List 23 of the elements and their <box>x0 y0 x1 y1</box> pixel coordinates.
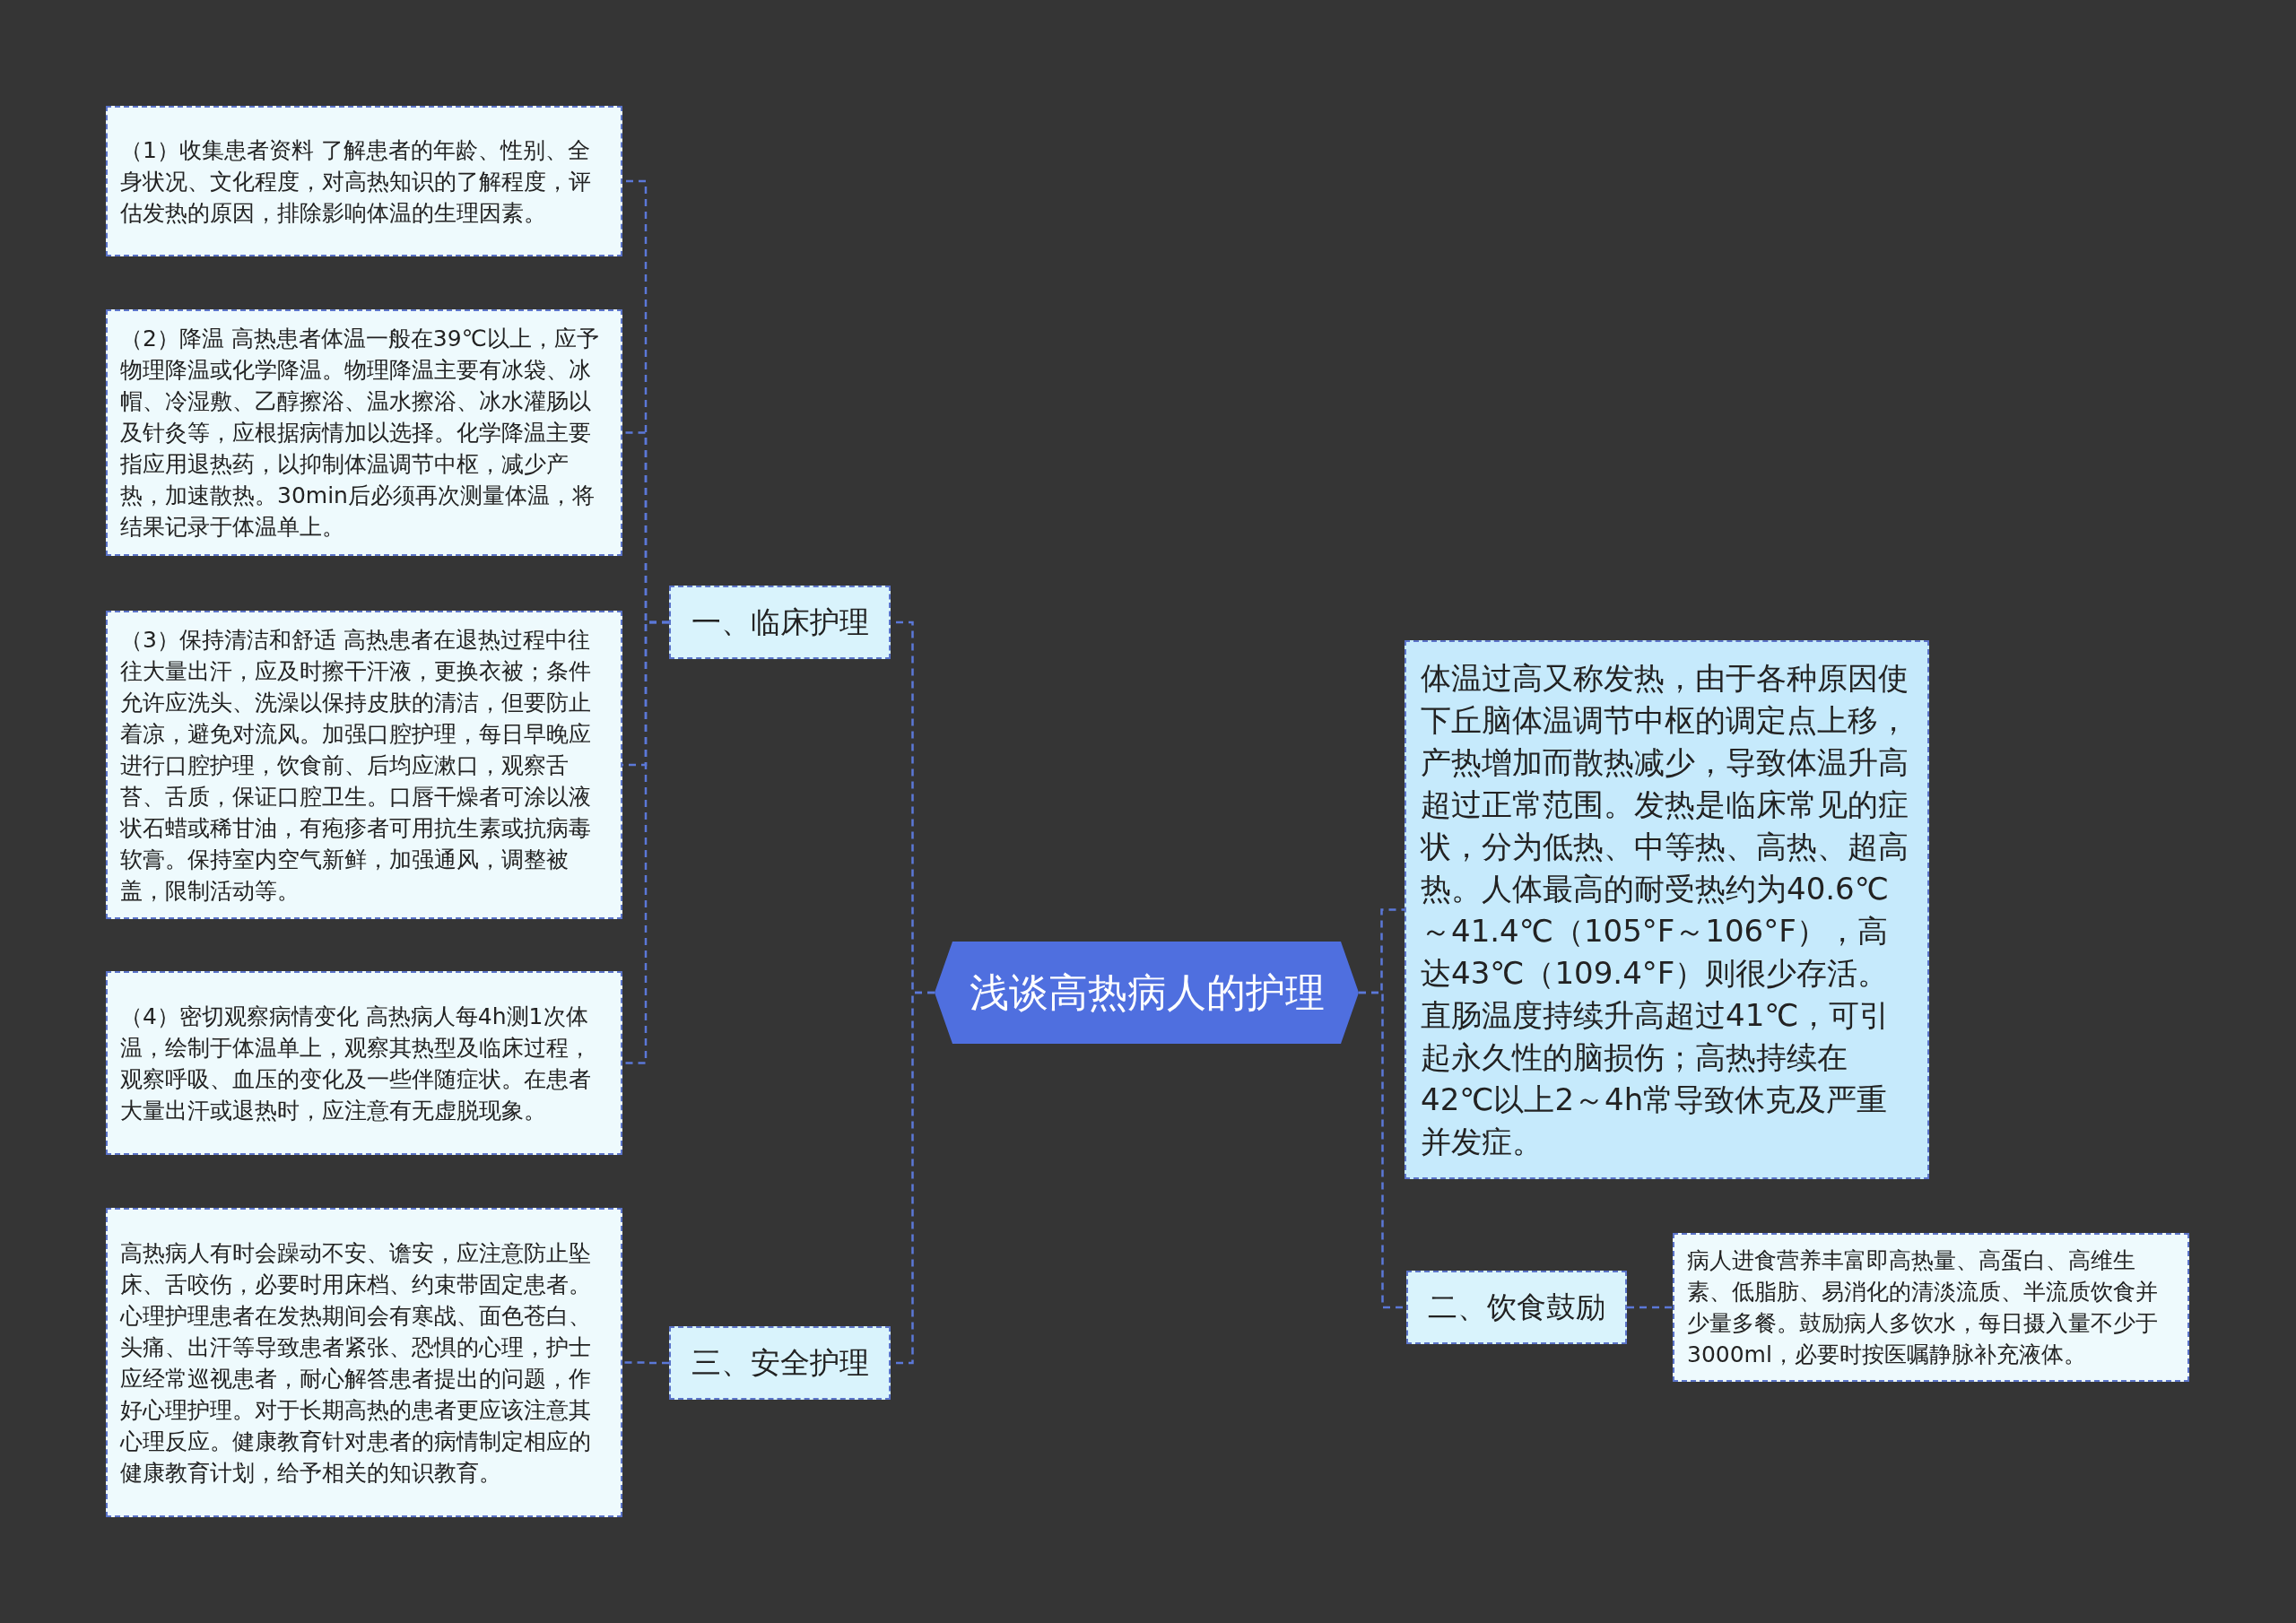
note-box <box>1673 1233 2189 1382</box>
note-text: 体温过高又称发热，由于各种原因使下丘脑体温调节中枢的调定点上移，产热增加而散热减少，导致体温升高超过正常范围。发热是临床常见的症状，分为低热、中等热、高热、超高热。人体最高的耐受热约为40.6℃～41.4℃（105°F～106°F），高达43℃（109.4°F）则很少存活。直肠温度持续升高超过41℃，可引起永久性的脑损伤；高热持续在42℃以上2～4h常导致休克及严重并发症。 <box>1421 658 1909 1161</box>
topic-label: 浅谈高热病人的护理 <box>969 968 1325 1017</box>
topic-label: 三、安全护理 <box>691 1344 869 1383</box>
note-box <box>106 309 622 556</box>
topic-label: 二、饮食鼓励 <box>1428 1289 1605 1327</box>
topic-box <box>669 1326 891 1400</box>
topic-box <box>1406 1271 1627 1344</box>
note-text: （3）保持清洁和舒适 高热患者在退热过程中往往大量出汗，应及时擦干汗液，更换衣被；条件允许应洗头、洗澡以保持皮肤的清洁，但要防止着凉，避免对流风。加强口腔护理，每日早晚应进行口腔护理，饮食前、后均应漱口，观察舌苔、舌质，保证口腔卫生。口唇干燥者可涂以液状石蜡或稀甘油，有疱疹者可用抗生素或抗病毒软膏。保持室内空气新鲜，加强通风，调整被盖，限制活动等。 <box>120 625 592 906</box>
note-box <box>106 106 622 256</box>
note-text: （2）降温 高热患者体温一般在39℃以上，应予物理降温或化学降温。物理降温主要有冰袋、冰帽、冷湿敷、乙醇擦浴、温水擦浴、冰水灌肠以及针灸等，应根据病情加以选择。化学降温主要指应用退热药，以抑制体温调节中枢，减少产热，加速散热。30min后必须再次测量体温，将结果记录于体温单上。 <box>120 325 600 542</box>
note-text: 高热病人有时会躁动不安、谵安，应注意防止坠床、舌咬伤，必要时用床档、约束带固定患者。心理护理患者在发热期间会有寒战、面色苍白、头痛、出汗等导致患者紧张、恐惧的心理，护士应经常巡视患者，耐心解答患者提出的问题，作好心理护理。对于长期高热的患者更应该注意其心理反应。健康教育针对患者的病情制定相应的健康教育计划，给予相关的知识教育。 <box>120 1238 592 1488</box>
note-box <box>106 611 622 919</box>
topic-label: 一、临床护理 <box>691 603 869 642</box>
topic-box <box>669 586 891 659</box>
note-box <box>106 1208 622 1517</box>
note-box <box>106 971 622 1155</box>
connector-line <box>622 1361 669 1365</box>
central-topic-hexagon <box>935 942 1359 1044</box>
connector-line <box>1627 1306 1673 1309</box>
note-text: （4）密切观察病情变化 高热病人每4h测1次体温，绘制于体温单上，观察其热型及临床过程，观察呼吸、血压的变化及一些伴随症状。在患者大量出汗或退热时，应注意有无虚脱现象。 <box>120 1002 592 1125</box>
note-text: 病人进食营养丰富即高热量、高蛋白、高维生素、低脂肪、易消化的清淡流质、半流质饮食并少量多餐。鼓励病人多饮水，每日摄入量不少于3000ml，必要时按医嘱静脉补充液体。 <box>1687 1246 2159 1369</box>
note-text: （1）收集患者资料 了解患者的年龄、性别、全身状况、文化程度，对高热知识的了解程度，评估发热的原因，排除影响体温的生理因素。 <box>120 135 592 228</box>
